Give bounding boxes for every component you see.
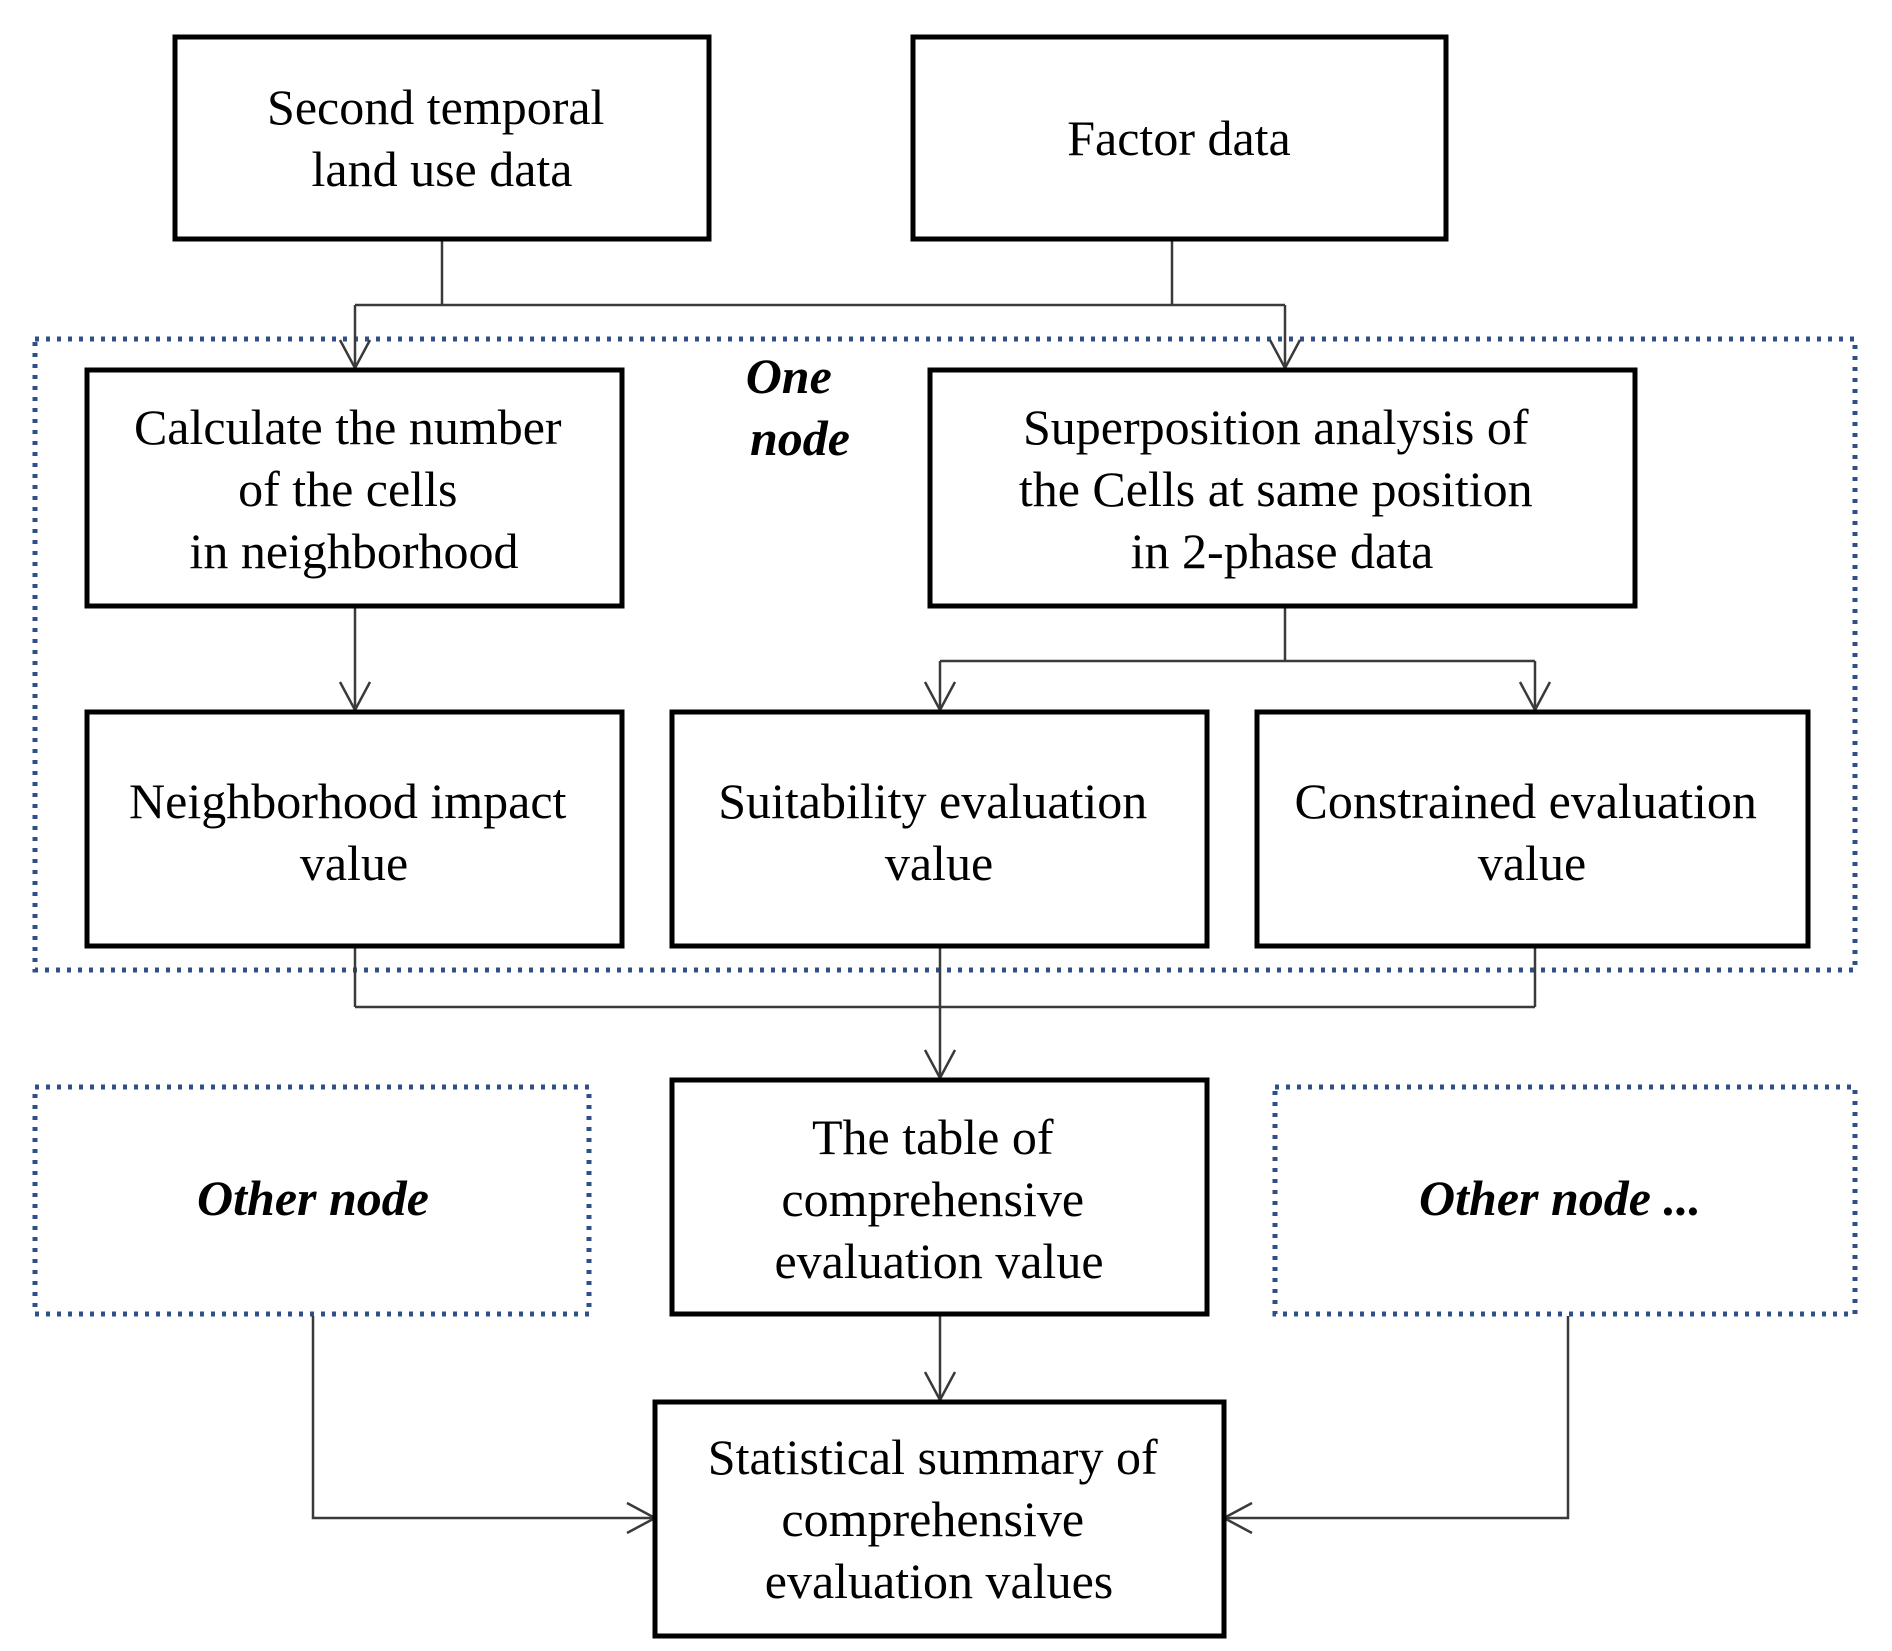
comprehensive-table-box: The table of comprehensive evaluation va…	[669, 1077, 1210, 1317]
connector-other-left-to-summary	[311, 1316, 655, 1520]
neighborhood-impact-text: Neighborhood impact value	[129, 773, 579, 891]
constrained-text: Constrained evaluation value	[1295, 773, 1770, 891]
suitability-box: Suitability evaluation value	[669, 709, 1210, 949]
second-temporal-box: Second temporal land use data	[172, 34, 712, 242]
superposition-box: Superposition analysis of the Cells at s…	[927, 367, 1638, 609]
factor-data-box: Factor data	[910, 34, 1449, 242]
calculate-cells-box: Calculate the number of the cells in nei…	[84, 367, 625, 609]
suitability-text: Suitability evaluation value	[718, 773, 1160, 891]
other-node-right-region	[1272, 1084, 1858, 1317]
connectors	[311, 239, 1570, 1520]
one-node-region	[32, 336, 1858, 973]
one-node-label: One node	[746, 348, 850, 466]
factor-data-text: Factor data	[1067, 110, 1291, 166]
other-node-right-label: Other node ...	[1419, 1170, 1701, 1226]
second-temporal-text: Second temporal land use data	[267, 79, 617, 197]
other-node-left-label: Other node	[197, 1170, 429, 1226]
superposition-text: Superposition analysis of the Cells at s…	[1019, 399, 1545, 579]
comprehensive-table-text: The table of comprehensive evaluation va…	[774, 1109, 1103, 1289]
calculate-cells-text: Calculate the number of the cells in nei…	[134, 399, 574, 579]
other-node-left-region	[32, 1084, 592, 1317]
connector-other-right-to-summary	[1224, 1316, 1570, 1520]
statistical-summary-box: Statistical summary of comprehensive eva…	[652, 1399, 1227, 1639]
statistical-summary-text: Statistical summary of comprehensive eva…	[708, 1429, 1170, 1609]
constrained-box: Constrained evaluation value	[1254, 709, 1811, 949]
neighborhood-impact-box: Neighborhood impact value	[84, 709, 625, 949]
